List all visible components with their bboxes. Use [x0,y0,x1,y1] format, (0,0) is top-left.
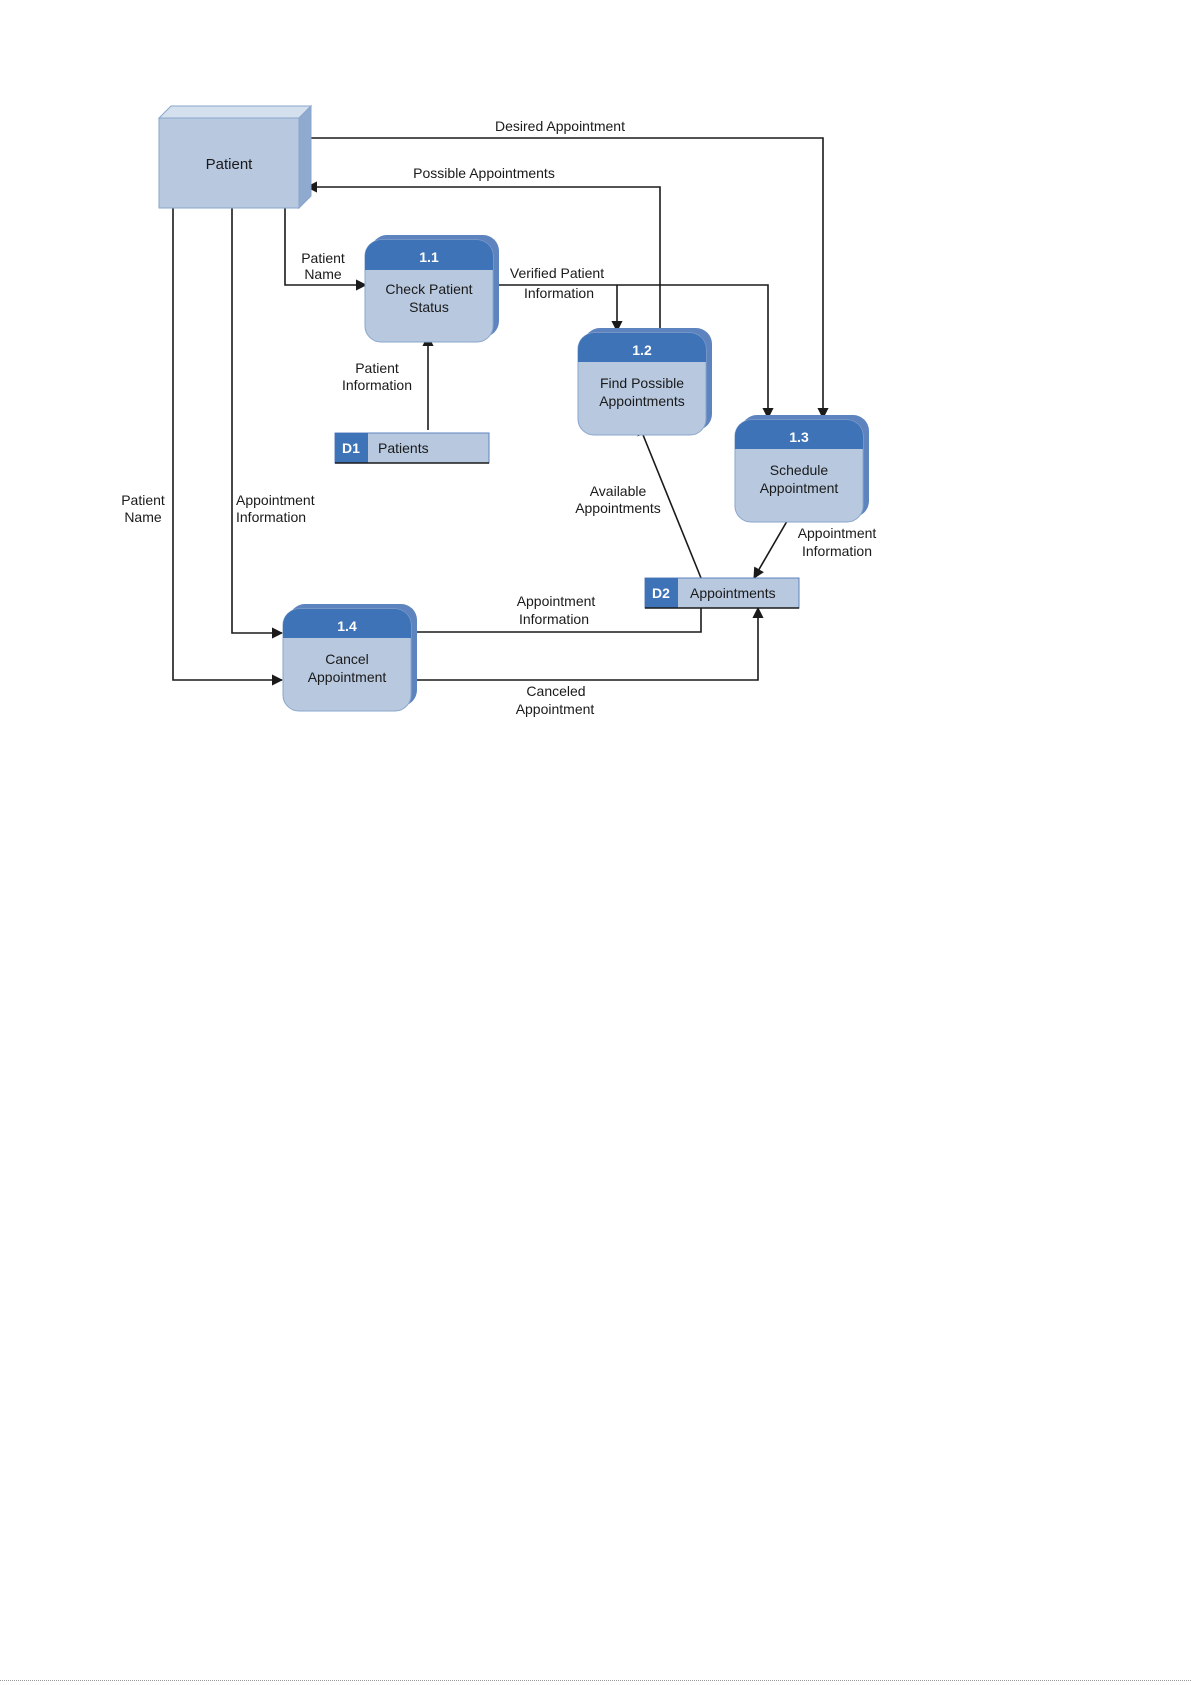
process-1-1[interactable]: 1.1 Check Patient Status [364,235,499,343]
data-store-d2[interactable]: D2 Appointments [644,577,800,609]
flow-label-available-appointments-line2: Appointments [575,500,661,516]
flow-line-available-appointments [637,423,702,579]
process-1-4[interactable]: 1.4 Cancel Appointment [282,604,417,712]
flow-label-canceled-appointment-line2: Appointment [516,701,595,717]
flow-line-appointment-information-right [753,515,791,579]
flow-label-appointment-information-left-line2: Information [236,509,306,525]
entity-patient-label: Patient [206,156,254,173]
flow-label-appointment-information-right-line1: Appointment [798,525,877,541]
page-bottom-rule [0,1680,1191,1681]
entity-patient[interactable]: Patient [157,104,313,210]
process-1-2[interactable]: 1.2 Find Possible Appointments [577,328,712,436]
flow-lines [172,137,829,686]
flow-line-patient-name-top [284,208,368,291]
flow-label-patient-information-line1: Patient [355,360,399,376]
flow-label-patient-name-left-line2: Name [124,509,162,525]
flow-label-patient-name-top-line1: Patient [301,250,345,266]
flow-label-desired-appointment: Desired Appointment [495,118,625,134]
flow-label-appointment-information-bottom-line2: Information [519,611,589,627]
process-1-1-label-line2: Status [409,299,449,315]
data-store-d2-label: Appointments [690,585,776,601]
process-1-2-number: 1.2 [632,342,652,358]
data-store-d1-id: D1 [342,440,360,456]
flow-label-verified-patient-information-line2: Information [524,285,594,301]
flow-label-available-appointments-line1: Available [590,483,647,499]
process-1-4-label-line1: Cancel [325,651,369,667]
flow-label-canceled-appointment-line1: Canceled [526,683,585,699]
flow-label-patient-information-line2: Information [342,377,412,393]
data-store-d1[interactable]: D1 Patients [334,432,490,464]
flow-labels: Desired Appointment Possible Appointment… [121,118,876,717]
flow-label-appointment-information-right-line2: Information [802,543,872,559]
process-1-3-label-line1: Schedule [770,462,829,478]
data-store-d2-id: D2 [652,585,670,601]
flow-line-canceled-appointment [413,606,764,681]
process-1-3-number: 1.3 [789,429,809,445]
flow-label-patient-name-left-line1: Patient [121,492,165,508]
flow-label-patient-name-top-line2: Name [304,266,342,282]
process-1-3[interactable]: 1.3 Schedule Appointment [734,415,869,523]
flow-line-verified-patient-information [494,284,774,420]
flow-line-desired-appointment [305,137,829,420]
flow-label-verified-patient-information-line1: Verified Patient [510,265,604,281]
flow-label-appointment-information-left-line1: Appointment [236,492,315,508]
flow-line-appointment-information-left [231,208,284,639]
flow-label-possible-appointments: Possible Appointments [413,165,555,181]
process-1-2-label-line2: Appointments [599,393,685,409]
data-store-d1-label: Patients [378,440,429,456]
flow-line-patient-name-left [172,208,284,686]
flow-line-appointment-information-bottom [404,608,702,638]
process-1-1-label-line1: Check Patient [385,281,472,297]
flow-label-appointment-information-bottom-line1: Appointment [517,593,596,609]
process-1-3-label-line2: Appointment [760,480,839,496]
process-1-2-label-line1: Find Possible [600,375,684,391]
process-1-4-label-line2: Appointment [308,669,387,685]
process-1-4-number: 1.4 [337,618,357,634]
process-1-1-number: 1.1 [419,249,439,265]
